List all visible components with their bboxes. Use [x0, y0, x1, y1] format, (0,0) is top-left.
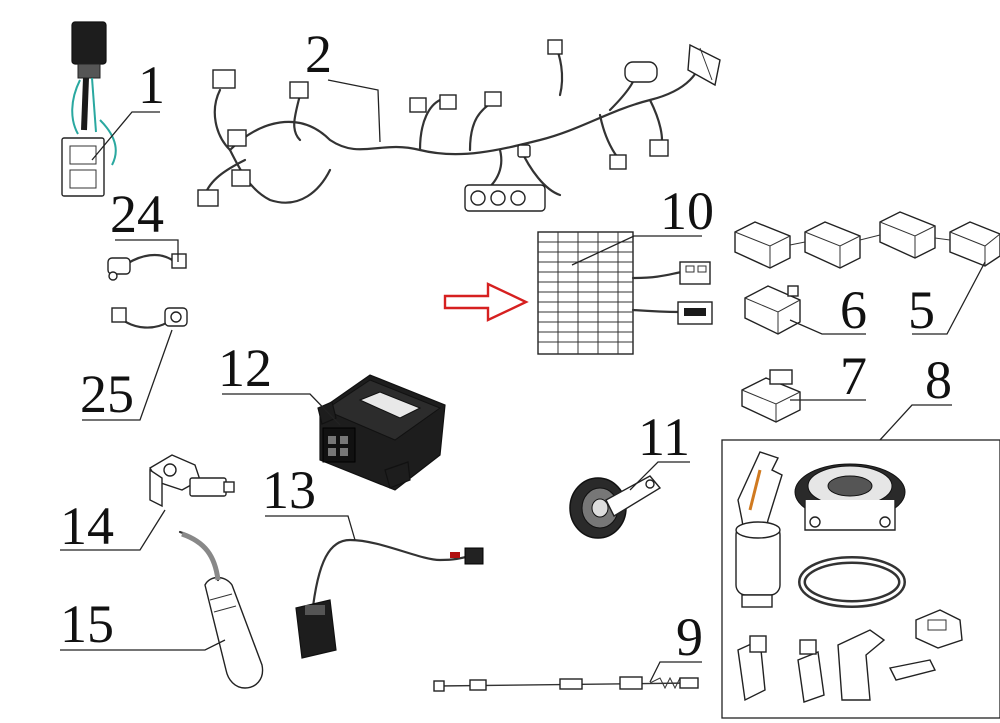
callout-8: 8: [925, 350, 952, 410]
callout-5: 5: [908, 280, 935, 340]
callout-numbers: 1 2 5 6 7 8 9 10 11 12 13 14 15 24 25: [60, 24, 952, 667]
callout-1: 1: [138, 55, 165, 115]
part-15-throttle-grip: [178, 530, 264, 689]
part-24-sensor: [107, 253, 187, 281]
callout-11: 11: [638, 407, 690, 467]
leader-lines: [60, 79, 986, 683]
part-1-connector-harness: [61, 21, 117, 197]
part-13-sensor-cable: [295, 538, 484, 659]
callout-12: 12: [218, 338, 272, 398]
highlight-arrow: [443, 282, 529, 322]
part-14-brake-switch: [149, 454, 235, 508]
callout-15: 15: [60, 594, 114, 654]
callout-6: 6: [840, 280, 867, 340]
callout-2: 2: [305, 24, 332, 84]
callout-13: 13: [262, 460, 316, 520]
part-25-sensor: [111, 307, 188, 329]
part-9-cable: [433, 676, 699, 692]
callout-24: 24: [110, 184, 164, 244]
part-12-control-module: [317, 374, 446, 491]
callout-7: 7: [840, 346, 867, 406]
part-10-voltage-regulator: [537, 231, 713, 355]
part-11-horn: [569, 475, 662, 539]
callout-14: 14: [60, 496, 114, 556]
callout-9: 9: [676, 607, 703, 667]
callout-10: 10: [660, 181, 714, 241]
relay-group-top: [734, 211, 1000, 423]
part-8-lock-set: [721, 439, 1000, 719]
callout-25: 25: [80, 364, 134, 424]
part-2-main-wiring-harness: [197, 39, 721, 212]
